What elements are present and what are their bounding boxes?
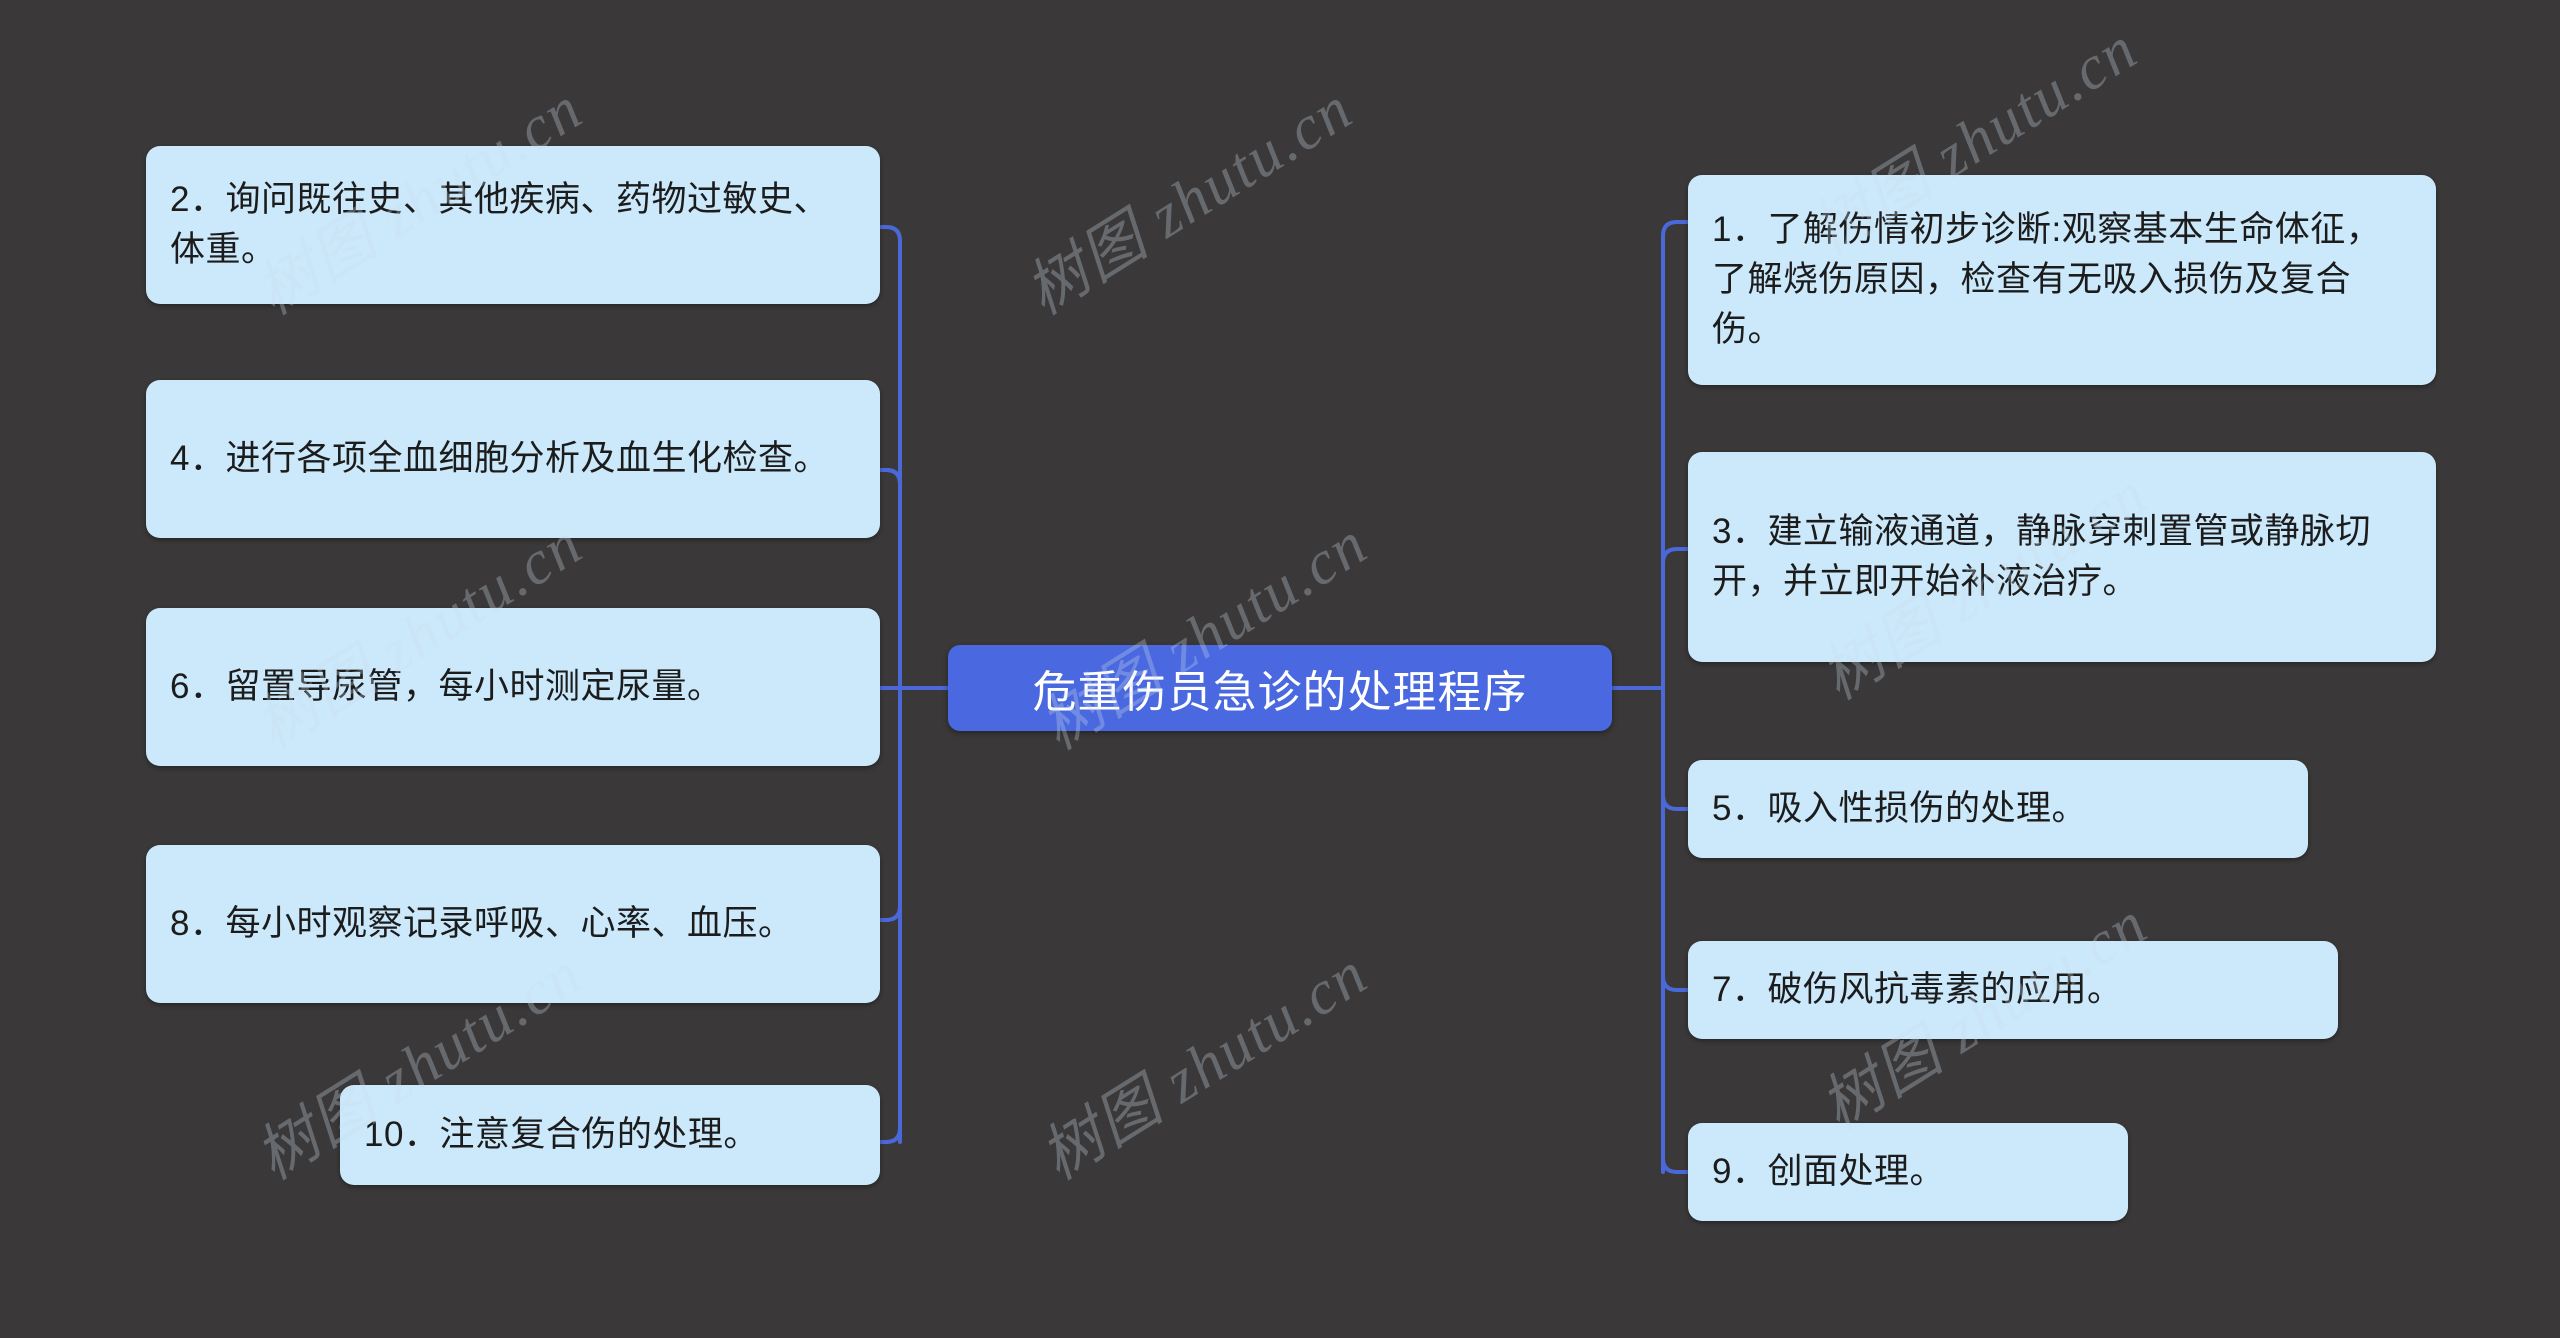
right-node-9[interactable]: 9．创面处理。 (1688, 1123, 2128, 1221)
right-node-7[interactable]: 7．破伤风抗毒素的应用。 (1688, 941, 2338, 1039)
left-node-6[interactable]: 6．留置导尿管，每小时测定尿量。 (146, 608, 880, 766)
right-node-5[interactable]: 5．吸入性损伤的处理。 (1688, 760, 2308, 858)
left-node-10-label: 10．注意复合伤的处理。 (364, 1115, 759, 1155)
right-node-9-label: 9．创面处理。 (1712, 1152, 1945, 1192)
left-node-10[interactable]: 10．注意复合伤的处理。 (340, 1085, 880, 1185)
root-node[interactable]: 危重伤员急诊的处理程序 (948, 645, 1612, 731)
edge-right-arm-3 (1661, 547, 1690, 565)
right-node-1-label: 1．了解伤情初步诊断:观察基本生命体征，了解烧伤原因，检查有无吸入损伤及复合伤。 (1712, 210, 2382, 349)
watermark-text: 树图 zhutu.cn (1014, 74, 1365, 328)
edge-right-arm-9 (1661, 1156, 1690, 1174)
right-node-1[interactable]: 1．了解伤情初步诊断:观察基本生命体征，了解烧伤原因，检查有无吸入损伤及复合伤。 (1688, 175, 2436, 385)
left-node-2[interactable]: 2．询问既往史、其他疾病、药物过敏史、体重。 (146, 146, 880, 304)
edge-left-arm-4b (878, 468, 902, 486)
left-node-8[interactable]: 8．每小时观察记录呼吸、心率、血压。 (146, 845, 880, 1003)
edge-left-arm-10 (878, 1126, 902, 1144)
edge-right-arm-5 (1661, 793, 1690, 811)
edge-right-arm-1 (1661, 220, 1690, 252)
edge-right-arm-7 (1661, 974, 1690, 992)
left-node-2-label: 2．询问既往史、其他疾病、药物过敏史、体重。 (170, 180, 829, 269)
right-node-5-label: 5．吸入性损伤的处理。 (1712, 789, 2087, 829)
right-node-7-label: 7．破伤风抗毒素的应用。 (1712, 970, 2123, 1010)
edge-left-arm-8 (878, 904, 902, 922)
left-node-8-label: 8．每小时观察记录呼吸、心率、血压。 (170, 904, 794, 944)
root-node-label: 危重伤员急诊的处理程序 (1032, 668, 1528, 717)
left-node-4-label: 4．进行各项全血细胞分析及血生化检查。 (170, 439, 829, 479)
left-node-4[interactable]: 4．进行各项全血细胞分析及血生化检查。 (146, 380, 880, 538)
right-node-3-label: 3．建立输液通道，静脉穿刺置管或静脉切开，并立即开始补液治疗。 (1712, 512, 2371, 601)
watermark-text: 树图 zhutu.cn (1029, 939, 1380, 1193)
left-node-6-label: 6．留置导尿管，每小时测定尿量。 (170, 667, 723, 707)
right-node-3[interactable]: 3．建立输液通道，静脉穿刺置管或静脉切开，并立即开始补液治疗。 (1688, 452, 2436, 662)
edge-left-arm-2 (878, 225, 902, 257)
edge-left-arm-4 (878, 468, 902, 486)
